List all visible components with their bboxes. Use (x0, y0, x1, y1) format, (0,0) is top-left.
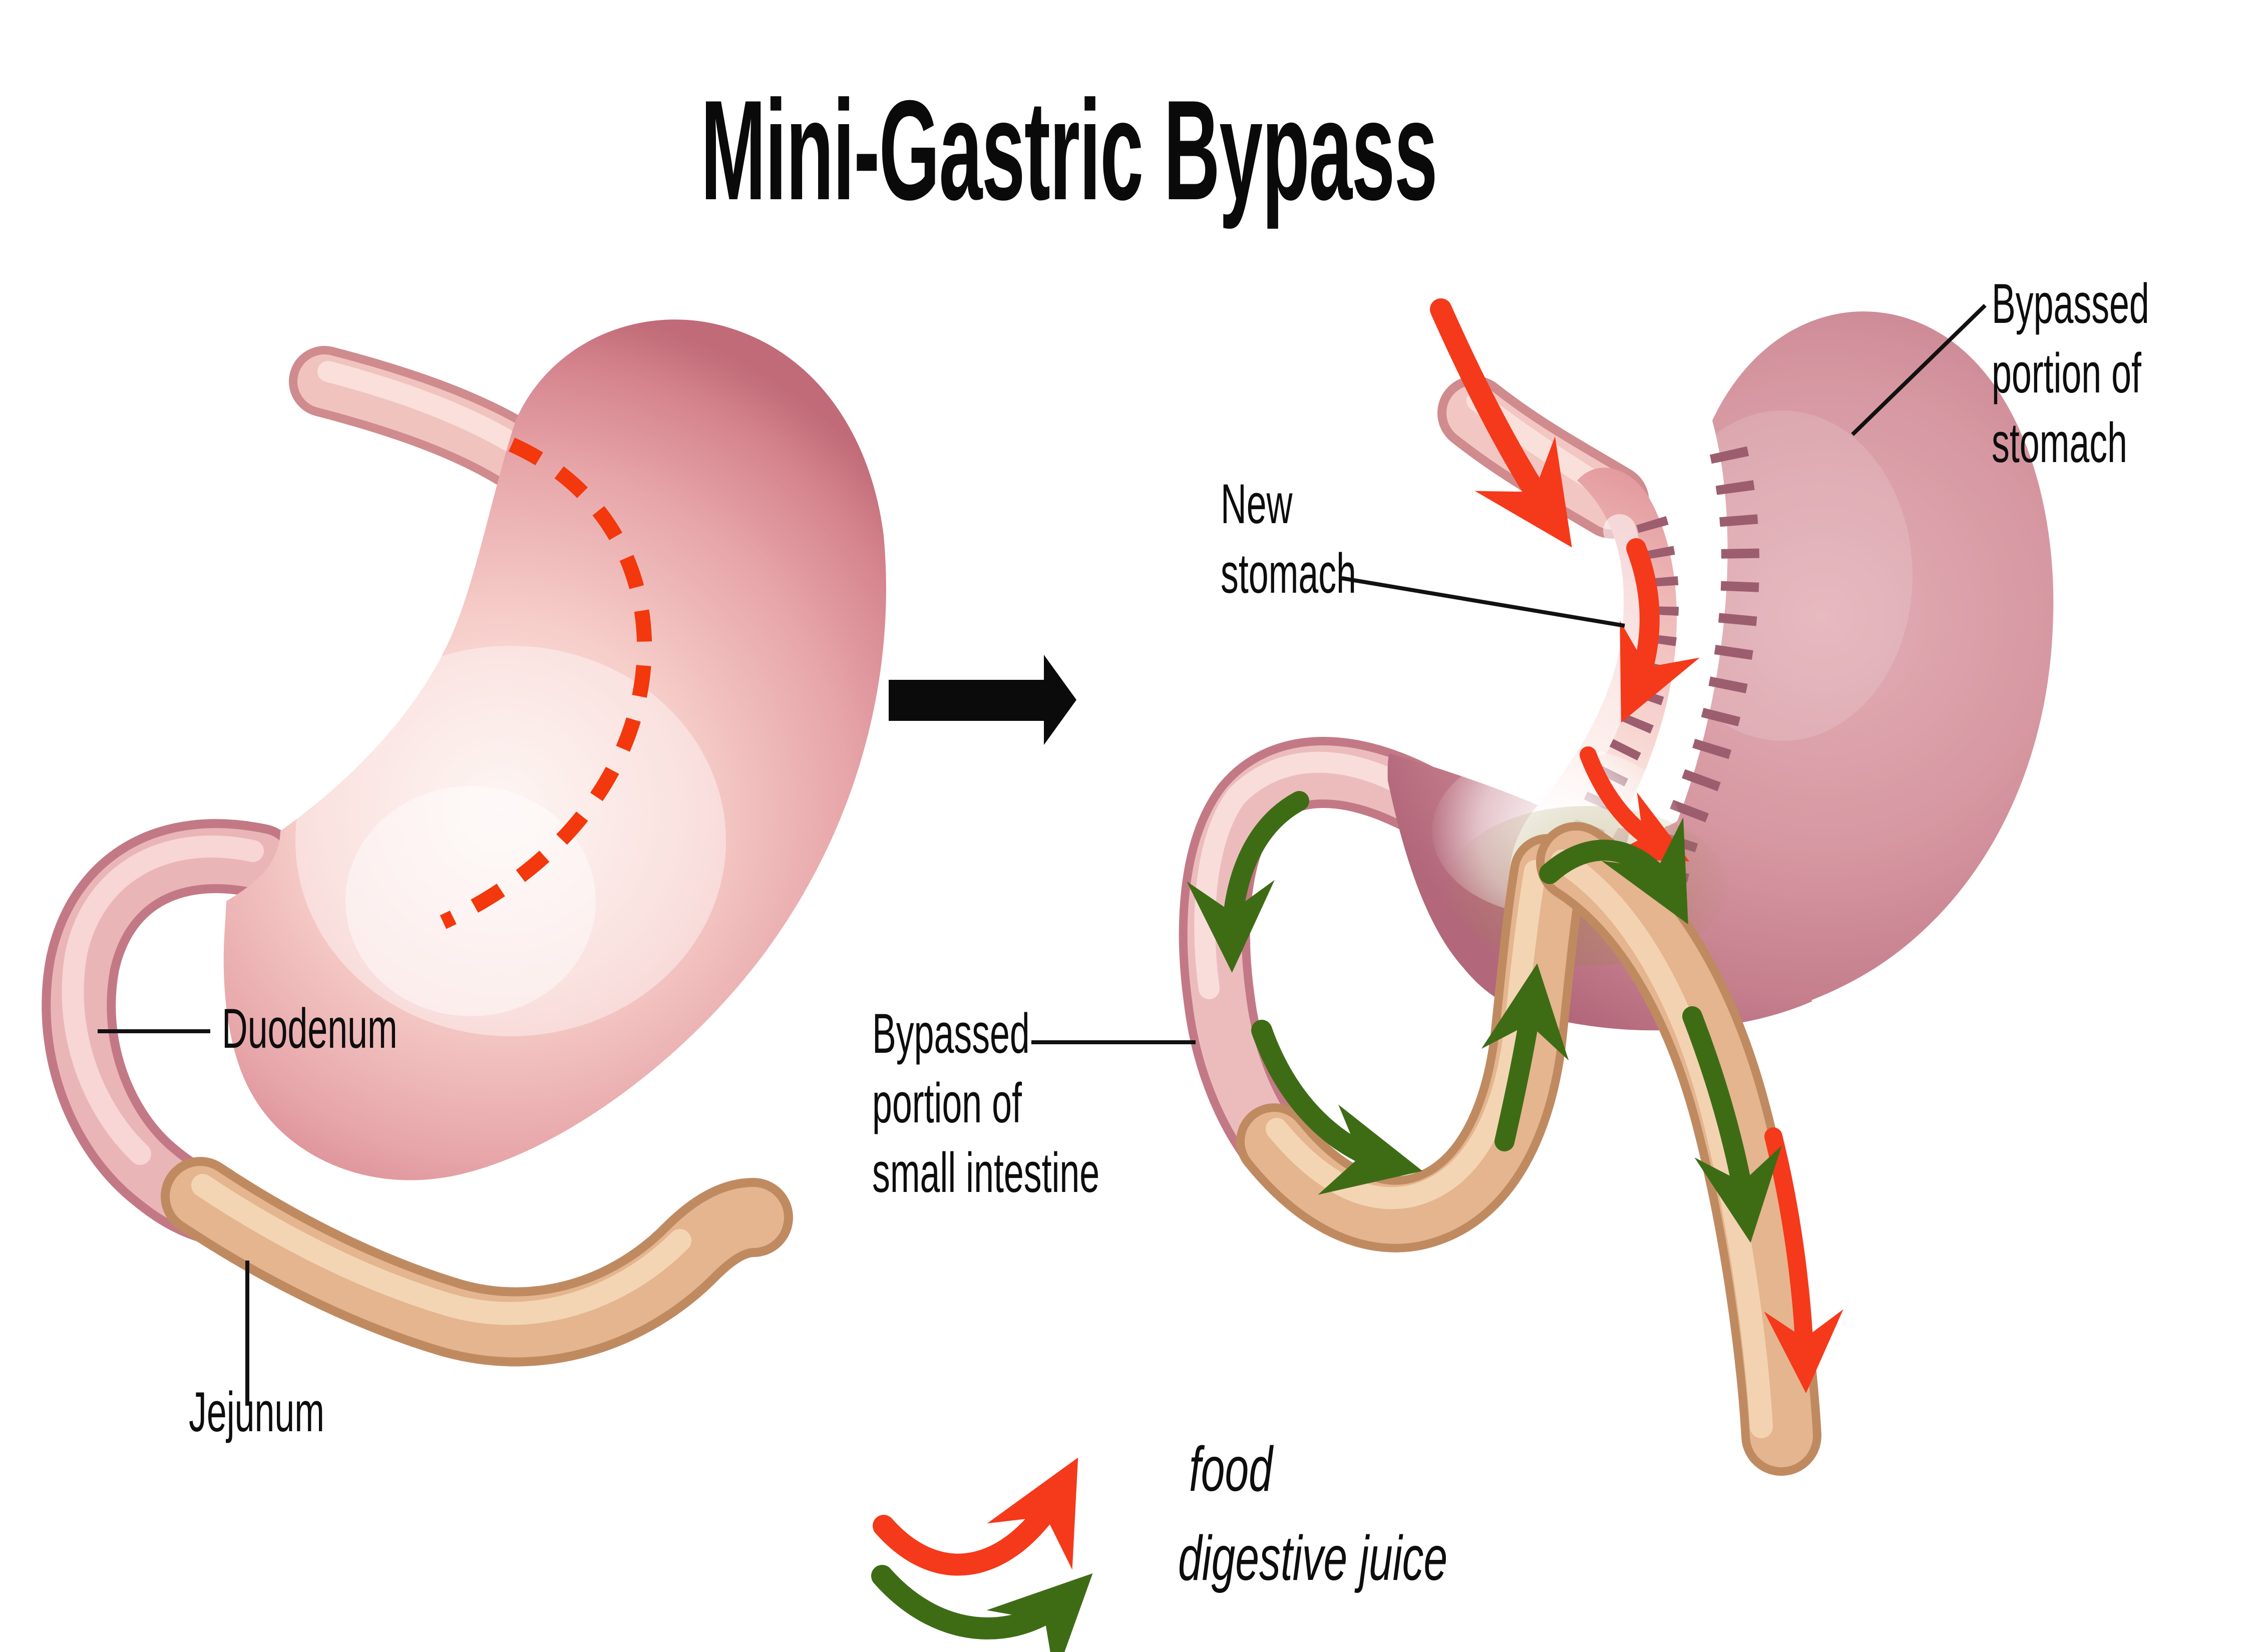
bypassed-intestine-label-line1: Bypassed (872, 1002, 1030, 1065)
staple-line-bypassed-side (1644, 446, 1760, 928)
new-stomach-label: New stomach (1221, 470, 1356, 609)
legend-food-label: food (1189, 1434, 1273, 1504)
duodenum-label: Duodenum (222, 997, 398, 1060)
new-stomach-highlight (1578, 514, 1646, 757)
jejunum-highlight (191, 1174, 691, 1325)
jejunum-label: Jejunum (189, 1381, 324, 1443)
bypassed-intestine-label: Bypassed portion of small intestine (872, 999, 1099, 1208)
bypassed-stomach-label-line2: portion of (1992, 341, 2141, 404)
bypassed-stomach-leader-line (1851, 304, 1987, 436)
jejunal-loop-tan (1236, 834, 1586, 1253)
bypassed-stomach-label-line1: Bypassed (1992, 272, 2149, 335)
food-arrow-esophagus (1430, 298, 1572, 548)
stomach-body (223, 319, 886, 1180)
juice-arrow-anastomosis (1539, 817, 1688, 925)
left-anatomy-illustration (42, 319, 886, 1406)
food-arrow-pouch (1620, 538, 1700, 723)
stomach-sheen-small (345, 786, 596, 1016)
bypassed-stomach-label: Bypassed portion of stomach (1992, 269, 2149, 478)
legend (871, 1457, 1093, 1652)
juice-arrow-ascending (1481, 963, 1569, 1151)
bypassed-stomach-label-line3: stomach (1992, 411, 2127, 474)
right-anatomy-illustration (1031, 298, 2054, 1476)
digestive-juice-arrow-icon (871, 1565, 1093, 1652)
digestive-juice-arrows (1187, 791, 1782, 1243)
legend-digestive-juice-label: digestive juice (1178, 1523, 1448, 1593)
juice-arrow-duodenum (1187, 791, 1309, 973)
new-stomach-label-line2: stomach (1221, 542, 1356, 605)
transform-arrow-icon (889, 655, 1076, 745)
jejunal-loop-body (1245, 843, 1578, 1244)
page-title-wrap: Mini-Gastric Bypass (0, 69, 2195, 232)
resection-dashed-line (440, 438, 652, 929)
esophagus-left-highlight (317, 361, 519, 451)
bypassed-intestine-label-line2: portion of (872, 1071, 1022, 1134)
duodenum-highlight (62, 836, 264, 1165)
page-title: Mini-Gastric Bypass (700, 71, 1438, 230)
juice-arrow-loop-bottom (1251, 1020, 1423, 1195)
new-stomach-leader-line (1341, 576, 1625, 628)
jejunum-tube (161, 1157, 793, 1367)
duodenum-tube (42, 819, 297, 1245)
esophagus-left (289, 346, 549, 489)
juice-arrow-efferent (1682, 1006, 1782, 1243)
new-stomach-label-line1: New (1221, 473, 1293, 535)
bypassed-intestine-label-line3: small intestine (872, 1141, 1100, 1204)
food-arrow-icon (873, 1457, 1078, 1576)
